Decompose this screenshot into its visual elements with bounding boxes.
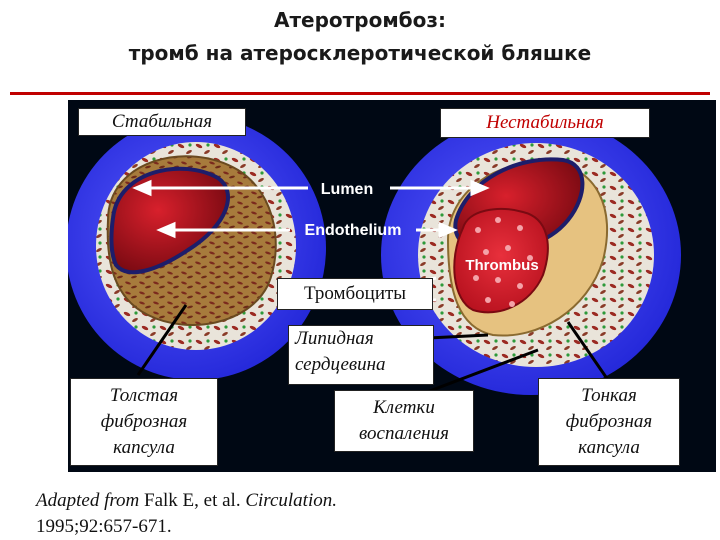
endothelium-label: Endothelium — [305, 222, 402, 239]
unstable-label-box: Нестабильная — [440, 108, 650, 138]
thick-cap-line-2: фиброзная — [100, 411, 188, 432]
lumen-arrowhead-right — [470, 179, 490, 197]
citation-details: 1995;92:657-671. — [36, 516, 172, 537]
thin-cap-line-2: фиброзная — [565, 411, 653, 432]
inflammatory-cells-label-box: Клетки воспаления — [334, 390, 474, 452]
thick-cap-arrow — [136, 304, 188, 376]
unstable-label: Нестабильная — [486, 112, 604, 133]
citation-authors: Falk E, et al. — [144, 490, 241, 511]
thin-cap-line-3: капсула — [578, 437, 640, 458]
lipid-core-line-2: сердцевина — [295, 354, 386, 375]
lumen-label: Lumen — [321, 181, 373, 198]
endothelium-arrowhead-left — [156, 221, 176, 239]
platelets-label: Тромбоциты — [303, 283, 407, 304]
platelets-label-box: Тромбоциты — [277, 278, 433, 310]
source-citation: Adapted from Falk E, et al. Circulation.… — [36, 488, 696, 540]
stable-label-box: Стабильная — [78, 108, 246, 136]
title-divider — [10, 92, 710, 95]
stable-label: Стабильная — [111, 111, 213, 132]
endothelium-arrowhead-right — [438, 221, 458, 239]
thin-cap-arrow — [566, 321, 610, 381]
lipid-core-line-1: Липидная — [295, 328, 374, 349]
stable-plaque-graphic — [68, 116, 326, 380]
lumen-arrowhead-left — [132, 179, 152, 197]
thick-cap-label-box: Толстая фиброзная капсула — [70, 378, 218, 466]
thrombus-label: Thrombus — [465, 257, 538, 274]
citation-journal: Circulation. — [245, 490, 337, 511]
title-line-2: тромб на атеросклеротической бляшке — [128, 41, 592, 65]
citation-adapted-from: Adapted from — [36, 490, 140, 511]
thrombus-mass — [453, 208, 549, 314]
lipid-core-label-box: Липидная сердцевина — [288, 325, 434, 385]
thin-cap-label-box: Тонкая фиброзная капсула — [538, 378, 680, 466]
thin-cap-line-1: Тонкая — [581, 385, 637, 406]
stable-lumen — [109, 166, 230, 275]
thick-cap-line-1: Толстая — [109, 385, 179, 406]
unstable-plaque-graphic — [381, 115, 681, 395]
inflammatory-cells-line-2: воспаления — [359, 423, 449, 444]
slide-title: Атеротромбоз: тромб на атеросклеротическ… — [0, 4, 720, 70]
inflammatory-cells-line-1: Клетки — [373, 397, 435, 418]
atherosclerosis-illustration: Lumen Endothelium Thrombus — [68, 115, 681, 402]
thick-cap-line-3: капсула — [113, 437, 175, 458]
platelet-dots — [473, 217, 533, 307]
title-line-1: Атеротромбоз: — [273, 8, 446, 32]
